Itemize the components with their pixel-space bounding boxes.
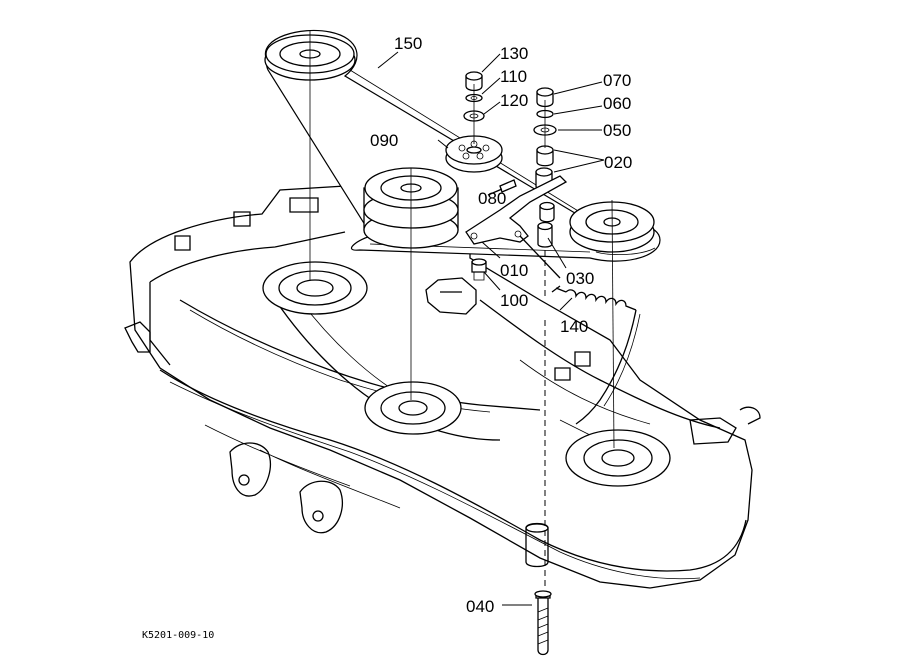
assembly-axes: [309, 30, 615, 590]
callout-150: 150: [394, 34, 422, 53]
callout-040: 040: [466, 597, 494, 616]
bolt-040: [534, 590, 552, 656]
callout-120: 120: [500, 91, 528, 110]
nut-stack-left: [463, 71, 485, 122]
callout-080: 080: [478, 189, 506, 208]
callout-020: 020: [604, 153, 632, 172]
callout-090: 090: [370, 131, 398, 150]
callout-110: 110: [500, 67, 527, 86]
bolt-080: [487, 179, 517, 196]
spindle-housing-center: [364, 381, 462, 435]
callout-050: 050: [603, 121, 631, 140]
callout-labels: 150 130 110 120 070 060 050 090 020 080 …: [370, 34, 632, 616]
leader-lines: [377, 51, 605, 606]
idler-pulley: [445, 135, 503, 173]
callout-060: 060: [603, 94, 631, 113]
spindle-housing-right: [565, 429, 671, 487]
spindle-housing-left: [262, 261, 368, 315]
callout-030: 030: [566, 269, 594, 288]
callout-100: 100: [500, 291, 528, 310]
bracket-lower: [425, 277, 477, 315]
callout-010: 010: [500, 261, 528, 280]
bolt-100: [471, 258, 487, 281]
tension-arm: [465, 175, 568, 279]
callout-130: 130: [500, 44, 528, 63]
callout-140: 140: [560, 317, 588, 336]
tension-spring: [551, 285, 641, 425]
figure-id: K5201-009-10: [142, 630, 214, 641]
callout-070: 070: [603, 71, 631, 90]
